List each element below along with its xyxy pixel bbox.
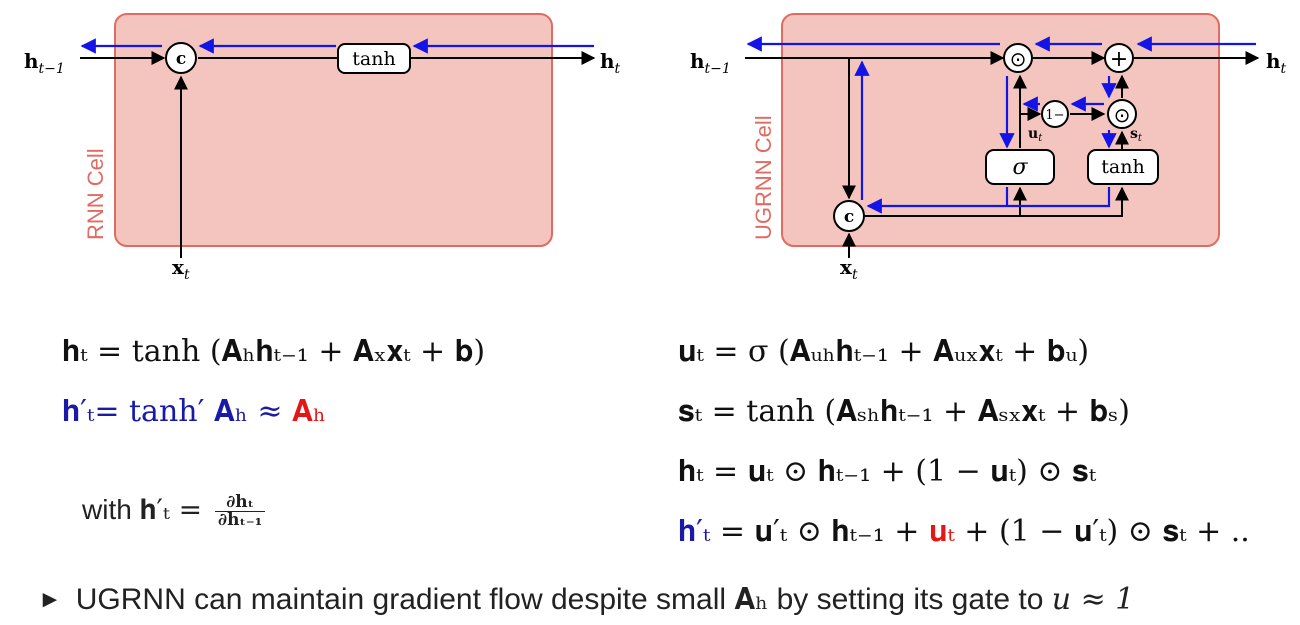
bullet-marker-icon: ► (38, 586, 62, 613)
rnn-concat-label: c (176, 49, 186, 69)
ug-plus-node (1104, 43, 1134, 73)
ugrnn-candidate-equation: 𝐬ₜ = tanh (𝐀ₛₕ𝐡ₜ₋₁ + 𝐀ₛₓ𝐱ₜ + 𝐛ₛ) (678, 394, 1130, 429)
ug-s-label: st (1130, 126, 1143, 144)
ugrnn-cell-label: UGRNN Cell (751, 115, 776, 240)
rnn-hprev-label: ht−1 (24, 49, 65, 77)
rnn-cell-box (114, 13, 553, 247)
rnn-cell-diagram: RNN Cell c tanh ht−1 ht xt (24, 13, 621, 283)
gradient-definition: with 𝐡′ₜ = ∂𝐡ₜ ∂𝐡ₜ₋₁ (82, 492, 266, 530)
ug-hout-label: ht (1266, 49, 1287, 77)
ug-u-label: ut (1028, 126, 1043, 144)
rnn-gradient-rhs: 𝐀ₕ (292, 394, 326, 429)
ug-concat-out (865, 186, 1129, 217)
ugrnn-gradient-equation: 𝐡′ₜ = 𝐮′ₜ ⊙ 𝐡ₜ₋₁ + 𝐮ₜ + (1 − 𝐮′ₜ) ⊙ 𝐬ₜ +… (678, 517, 1250, 547)
rnn-hout-label: ht (600, 49, 621, 77)
ug-hprev-label: ht−1 (690, 49, 731, 77)
with-lhs: 𝐡′ₜ = (139, 492, 212, 526)
fraction-numerator: ∂𝐡ₜ (215, 494, 266, 512)
ug-odot-s-node (1107, 99, 1137, 129)
ug-oneminus-label: 1− (1045, 108, 1064, 123)
ug-odot-gate-label: ⊙ (1010, 47, 1027, 71)
ug-x-label: xt (840, 255, 858, 283)
rnn-concat-node (165, 42, 197, 74)
ugrnn-gradient-mid: = 𝐮′ₜ ⊙ 𝐡ₜ₋₁ + (710, 514, 929, 549)
rnn-cell-label: RNN Cell (83, 148, 108, 240)
rnn-tanh-box (337, 43, 411, 74)
ug-concat-node (833, 200, 865, 232)
ug-plus-label: + (1110, 47, 1128, 72)
rnn-gradient-lhs: 𝐡′ₜ= tanh′ 𝐀ₕ ≈ (62, 394, 293, 429)
bullet-math-a: 𝐀ₕ (734, 582, 769, 617)
rnn-gradient-equation: 𝐡′ₜ= tanh′ 𝐀ₕ ≈ 𝐀ₕ (62, 397, 326, 427)
ugrnn-state-equation: 𝐡ₜ = 𝐮ₜ ⊙ 𝐡ₜ₋₁ + (1 − 𝐮ₜ) ⊙ 𝐬ₜ (678, 454, 1097, 489)
fraction-denominator: ∂𝐡ₜ₋₁ (218, 510, 263, 530)
with-word: with (82, 493, 132, 525)
partial-fraction: ∂𝐡ₜ ∂𝐡ₜ₋₁ (215, 494, 266, 530)
bullet-math-b: u ≈ 1 (1051, 582, 1135, 617)
ug-odot-gate-node (1003, 43, 1033, 73)
ug-sigma-box (985, 149, 1055, 185)
rnn-x-label: xt (172, 255, 190, 283)
rnn-state-equation: 𝐡ₜ = tanh (𝐀ₕ𝐡ₜ₋₁ + 𝐀ₓ𝐱ₜ + 𝐛) (62, 334, 486, 369)
ugrnn-gradient-tail: + (1 − 𝐮′ₜ) ⊙ 𝐬ₜ + .. (954, 514, 1250, 549)
ug-tanh-box (1087, 149, 1159, 185)
ug-grad-tanh-to-concat (866, 187, 1111, 214)
ugrnn-gradient-lhs: 𝐡′ₜ (678, 514, 711, 549)
ugrnn-gate-equation: 𝐮ₜ = σ (𝐀ᵤₕ𝐡ₜ₋₁ + 𝐀ᵤₓ𝐱ₜ + 𝐛ᵤ) (678, 334, 1090, 369)
ug-tanh-label: tanh (1101, 156, 1144, 178)
takeaway-bullet: ► UGRNN can maintain gradient flow despit… (38, 585, 1134, 615)
bullet-text-a: UGRNN can maintain gradient flow despite… (75, 583, 735, 616)
rnn-tanh-label: tanh (352, 48, 395, 70)
ug-concat-label: c (844, 207, 854, 227)
ugrnn-gradient-highlight: 𝐮ₜ (928, 514, 955, 549)
ug-sigma-label: σ (1012, 155, 1028, 180)
ugrnn-cell-diagram: UGRNN Cell ⊙ + (690, 13, 1287, 283)
ug-odot-s-label: ⊙ (1114, 103, 1131, 127)
bullet-text-b: by setting its gate to (768, 583, 1052, 616)
ug-oneminus-node (1041, 100, 1069, 128)
